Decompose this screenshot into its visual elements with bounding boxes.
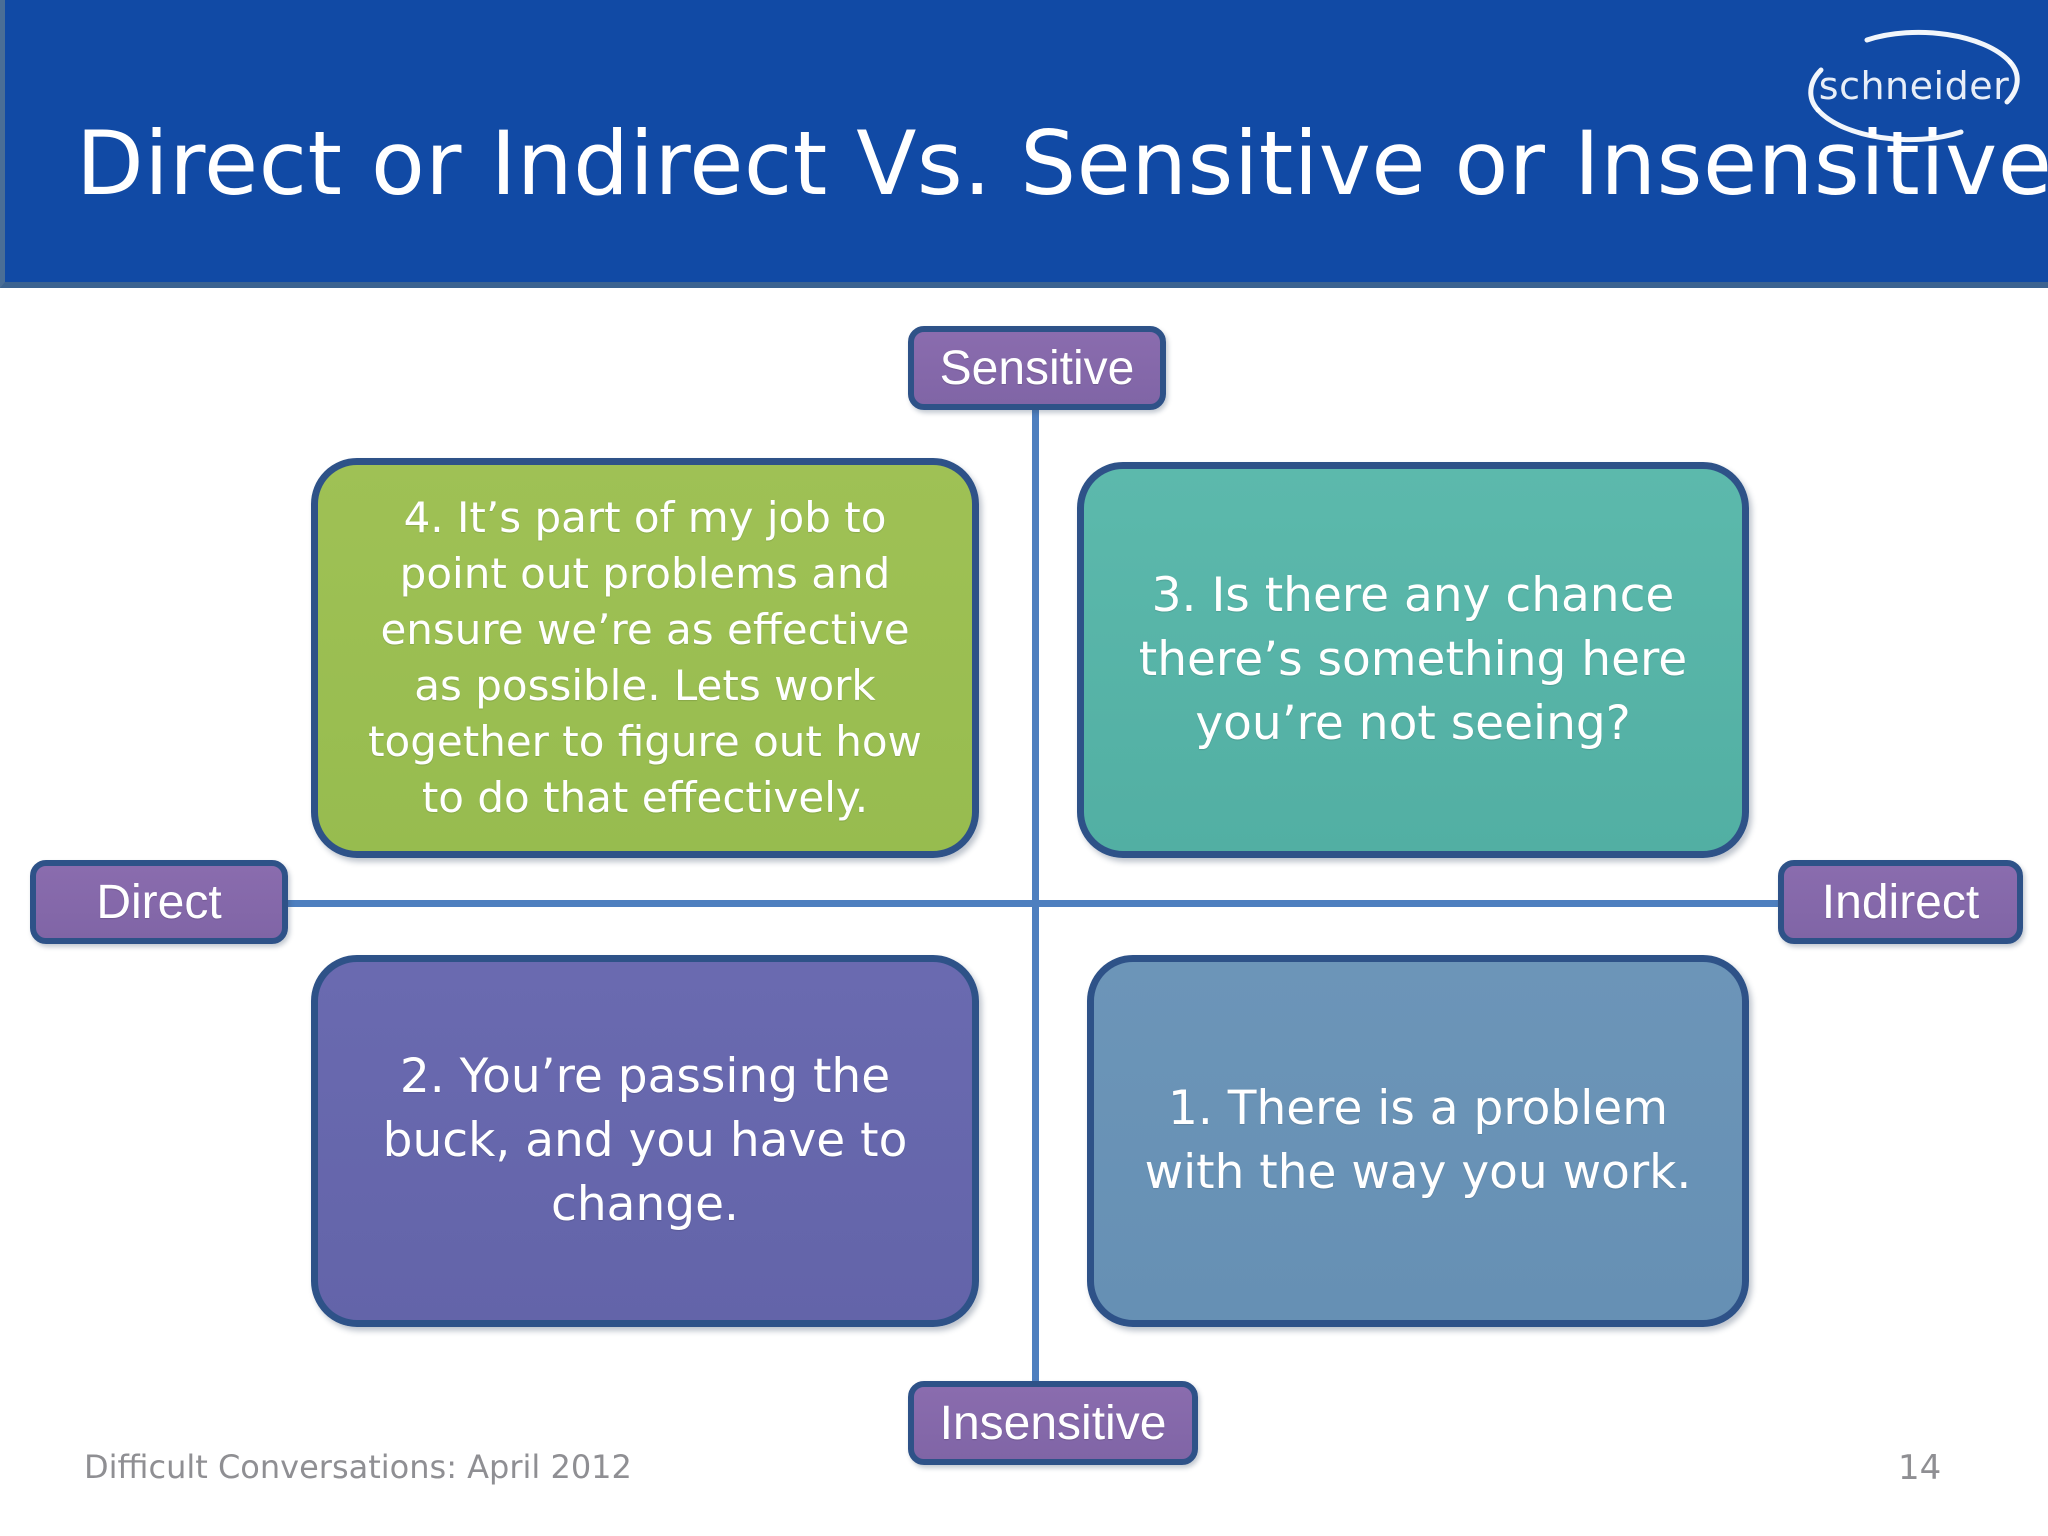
horizontal-axis-line <box>236 900 1816 907</box>
quadrant-direct-insensitive-text: 2. You’re passing the buck, and you have… <box>382 1049 908 1232</box>
page-number: 14 <box>1898 1448 1942 1488</box>
quadrant-direct-insensitive[interactable]: 2. You’re passing the buck, and you have… <box>311 955 979 1327</box>
quadrant-direct-sensitive-text: 4. It’s part of my job to point out prob… <box>368 493 922 822</box>
axis-label-insensitive[interactable]: Insensitive <box>908 1381 1198 1465</box>
ellipse-swoosh-icon <box>1808 29 2020 143</box>
schneider-logo-text: schneider <box>1818 64 2010 108</box>
quadrant-indirect-sensitive-text: 3. Is there any chance there’s something… <box>1138 568 1688 751</box>
quadrant-direct-sensitive[interactable]: 4. It’s part of my job to point out prob… <box>311 458 979 858</box>
axis-label-indirect[interactable]: Indirect <box>1778 860 2023 944</box>
axis-label-sensitive[interactable]: Sensitive <box>908 326 1166 410</box>
schneider-logo: schneider <box>1805 26 2023 146</box>
page-title: Direct or Indirect Vs. Sensitive or Inse… <box>76 112 2048 215</box>
slide-header-band <box>0 0 2048 288</box>
axis-label-direct[interactable]: Direct <box>30 860 288 944</box>
vertical-axis-line <box>1032 392 1039 1392</box>
quadrant-indirect-insensitive-text: 1. There is a problem with the way you w… <box>1144 1081 1692 1200</box>
quadrant-indirect-sensitive[interactable]: 3. Is there any chance there’s something… <box>1077 462 1749 858</box>
quadrant-indirect-insensitive[interactable]: 1. There is a problem with the way you w… <box>1087 955 1749 1327</box>
footer-note: Difficult Conversations: April 2012 <box>84 1448 632 1486</box>
